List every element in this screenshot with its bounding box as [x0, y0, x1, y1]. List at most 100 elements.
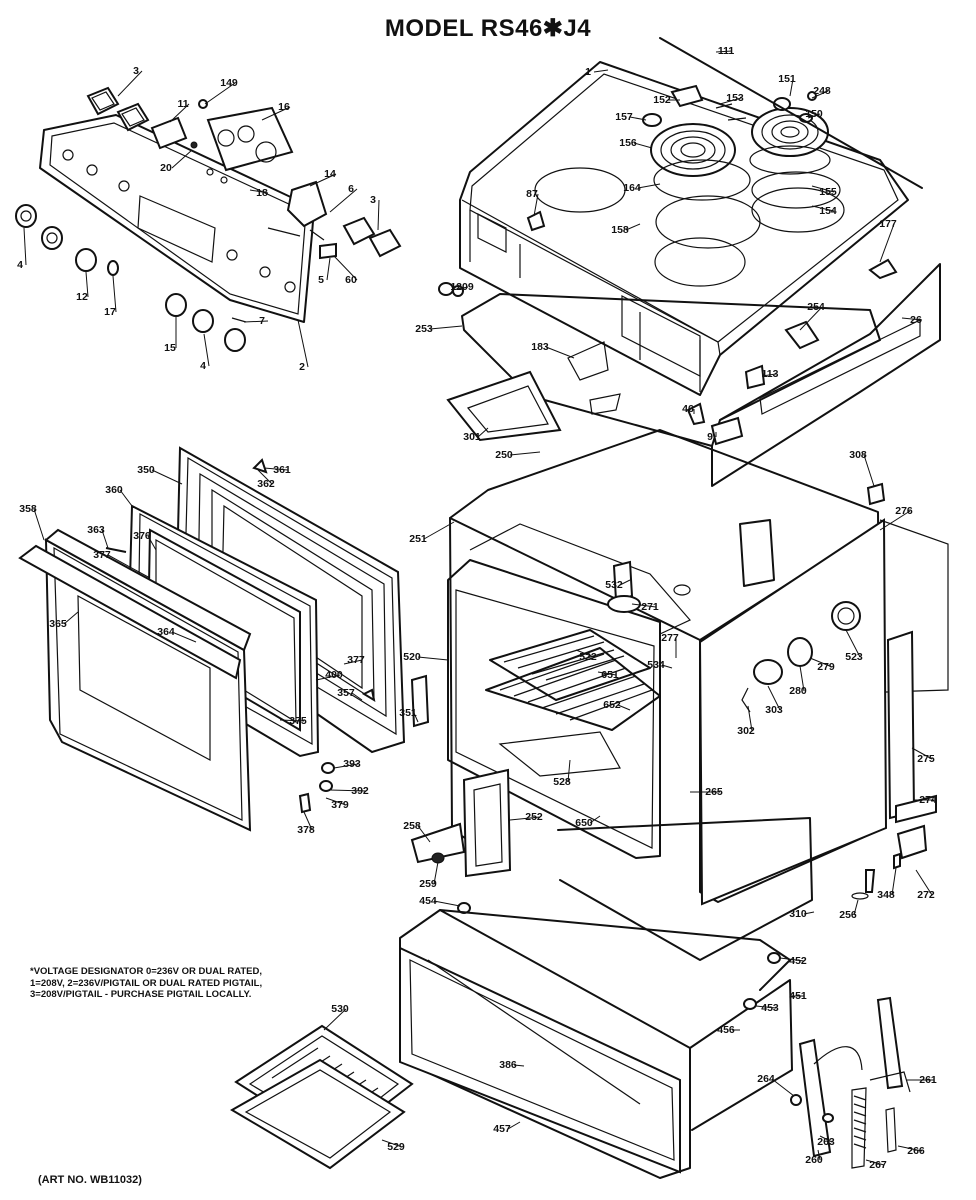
oven-cabinet	[449, 429, 949, 906]
leader-line	[117, 70, 143, 97]
part-number-label: 7	[259, 315, 265, 327]
leader-line	[575, 649, 595, 658]
leader-line	[119, 489, 133, 507]
leader-line	[279, 719, 305, 722]
part-number-label: 522	[579, 651, 597, 663]
leader-line	[633, 142, 653, 149]
part-number-label: 26	[910, 314, 922, 326]
leader-line	[901, 317, 923, 321]
leader-line	[23, 227, 27, 266]
part-number-label: 87	[526, 188, 538, 200]
leader-line	[811, 185, 835, 193]
part-number-label: 1209	[450, 281, 474, 293]
part-number-label: 280	[789, 685, 807, 697]
leader-line	[107, 554, 151, 579]
part-number-label: 348	[877, 889, 895, 901]
part-number-label: 529	[387, 1141, 405, 1153]
part-number-label: 4	[200, 360, 206, 372]
leader-line	[413, 712, 419, 723]
part-number-label: 358	[19, 503, 37, 515]
oven-door-assembly	[18, 446, 430, 832]
part-number-label: 60	[345, 274, 357, 286]
part-number-label: 260	[805, 1154, 823, 1166]
leader-line	[204, 82, 236, 105]
leader-line	[533, 193, 539, 217]
part-number-label: 378	[297, 824, 315, 836]
part-number-label: 3	[133, 65, 139, 77]
part-number-label: 20	[160, 162, 172, 174]
leader-line	[451, 286, 469, 291]
part-number-label: 155	[819, 186, 837, 198]
leader-line	[377, 199, 380, 231]
part-number-label: 303	[765, 704, 783, 716]
broiler-element	[410, 768, 512, 914]
leader-line	[171, 149, 193, 169]
leader-line	[171, 631, 197, 643]
part-number-label: 5	[318, 274, 324, 286]
part-number-label: 259	[419, 878, 437, 890]
part-number-label: 248	[813, 85, 831, 97]
part-number-label: 393	[343, 758, 361, 770]
part-number-label: 364	[157, 626, 175, 638]
part-number-label: 363	[87, 524, 105, 536]
note-line: 3=208V/PIGTAIL - PURCHASE PIGTAIL LOCALL…	[30, 989, 252, 1000]
leader-line	[329, 188, 358, 213]
part-number-label: 528	[553, 776, 571, 788]
cooktop	[459, 61, 909, 396]
leader-line	[333, 255, 358, 281]
leader-line	[879, 510, 911, 531]
part-number-label: 523	[845, 651, 863, 663]
leader-line	[637, 183, 661, 189]
part-number-label: 302	[737, 725, 755, 737]
part-number-label: 451	[789, 990, 807, 1002]
part-number-label: 310	[789, 908, 807, 920]
part-number-label: 520	[403, 651, 421, 663]
part-number-label: 3	[370, 194, 376, 206]
part-number-label: 275	[917, 753, 935, 765]
part-number-label: 650	[575, 817, 593, 829]
leader-line	[567, 759, 571, 783]
leader-line	[351, 692, 363, 701]
leader-line	[303, 811, 313, 831]
part-number-label: 277	[661, 632, 679, 644]
leader-line	[429, 325, 463, 330]
leader-line	[625, 223, 641, 231]
part-number-label: 158	[611, 224, 629, 236]
part-number-label: 254	[807, 301, 825, 313]
part-number-label: 453	[761, 1002, 779, 1014]
leader-line	[803, 911, 815, 915]
leader-line	[819, 1135, 833, 1143]
leader-line	[63, 611, 79, 625]
leader-line	[333, 763, 359, 769]
part-number-label: 6	[348, 183, 354, 195]
leader-line	[85, 271, 89, 298]
part-number-label: 263	[817, 1136, 835, 1148]
leader-line	[817, 1149, 821, 1161]
part-number-label: 279	[817, 661, 835, 673]
leader-line	[261, 106, 291, 121]
note-line: *VOLTAGE DESIGNATOR 0=236V OR DUAL RATED…	[30, 966, 262, 977]
part-number-label: 157	[615, 111, 633, 123]
storage-drawer	[399, 817, 813, 1179]
oven-racks	[485, 629, 661, 777]
leader-line	[325, 797, 347, 806]
leader-line	[315, 674, 341, 681]
part-number-label: 14	[324, 168, 336, 180]
leader-line	[509, 816, 541, 821]
part-number-label: 164	[623, 182, 641, 194]
leader-line	[323, 1008, 347, 1031]
part-number-label: 4	[17, 259, 23, 271]
part-number-label: 276	[895, 505, 913, 517]
leader-line	[747, 705, 753, 732]
diagram-title: MODEL RS46✱J4	[384, 15, 592, 42]
leader-line	[853, 899, 859, 916]
leader-line	[597, 671, 617, 676]
part-number-label: 400	[325, 669, 343, 681]
leader-line	[719, 97, 742, 105]
control-knobs	[15, 204, 247, 352]
leader-line	[789, 78, 794, 97]
leader-line	[249, 189, 269, 194]
leader-line	[619, 579, 631, 586]
